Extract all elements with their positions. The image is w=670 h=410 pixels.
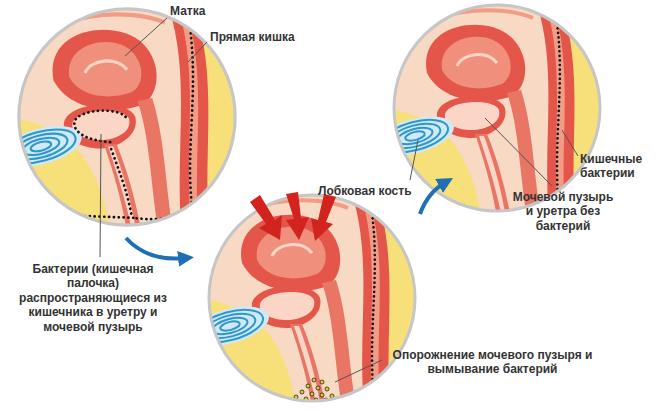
- leader-line: [410, 140, 418, 180]
- flow-arrow: [126, 238, 186, 259]
- flow-arrow: [420, 182, 446, 214]
- circle-outline: [19, 9, 235, 225]
- callout-label: Матка: [170, 4, 230, 18]
- dot: [320, 380, 324, 384]
- bacteria-path: [370, 200, 375, 398]
- leader-line: [188, 42, 207, 62]
- dot: [316, 386, 320, 390]
- pressure-arrows: [250, 192, 336, 241]
- red-arrow: [286, 192, 309, 240]
- bacteria-path: [110, 146, 131, 213]
- circle-infection: [0, 0, 243, 232]
- callout-label: Опорожнение мочевого пузыря и вымывание …: [385, 348, 600, 377]
- red-arrow: [311, 194, 336, 241]
- callout-label: Прямая кишка: [210, 30, 320, 44]
- leader-line: [562, 130, 578, 156]
- red-arrow: [250, 195, 282, 240]
- circle-outline: [209, 195, 415, 401]
- bacteria-path: [17, 214, 134, 218]
- dot: [325, 387, 329, 391]
- callout-label: Кишечные бактерии: [580, 152, 664, 181]
- callout-label: Лобковая кость: [318, 184, 428, 198]
- dot: [320, 393, 324, 397]
- callout-label: Бактерии (кишечная палочка) распространя…: [18, 262, 168, 334]
- dot: [312, 378, 316, 382]
- circle-voiding: [187, 187, 422, 408]
- callout-label: Мочевой пузырь и уретра без бактерий: [508, 190, 618, 233]
- anatomy: [187, 187, 422, 408]
- circle-outline: [394, 5, 600, 211]
- dot: [310, 392, 314, 396]
- anatomy: [0, 0, 243, 232]
- bacteria-dots: [17, 14, 193, 219]
- leader-line: [100, 134, 101, 257]
- leader-line: [485, 118, 552, 186]
- leader-line: [335, 360, 382, 382]
- bacteria-path: [555, 10, 560, 208]
- dot: [300, 390, 304, 394]
- bacteria-dots: [555, 10, 560, 208]
- bacteria-path: [133, 14, 193, 219]
- dot: [306, 384, 310, 388]
- bacteria-dots: [294, 200, 375, 402]
- leader-line: [125, 18, 167, 56]
